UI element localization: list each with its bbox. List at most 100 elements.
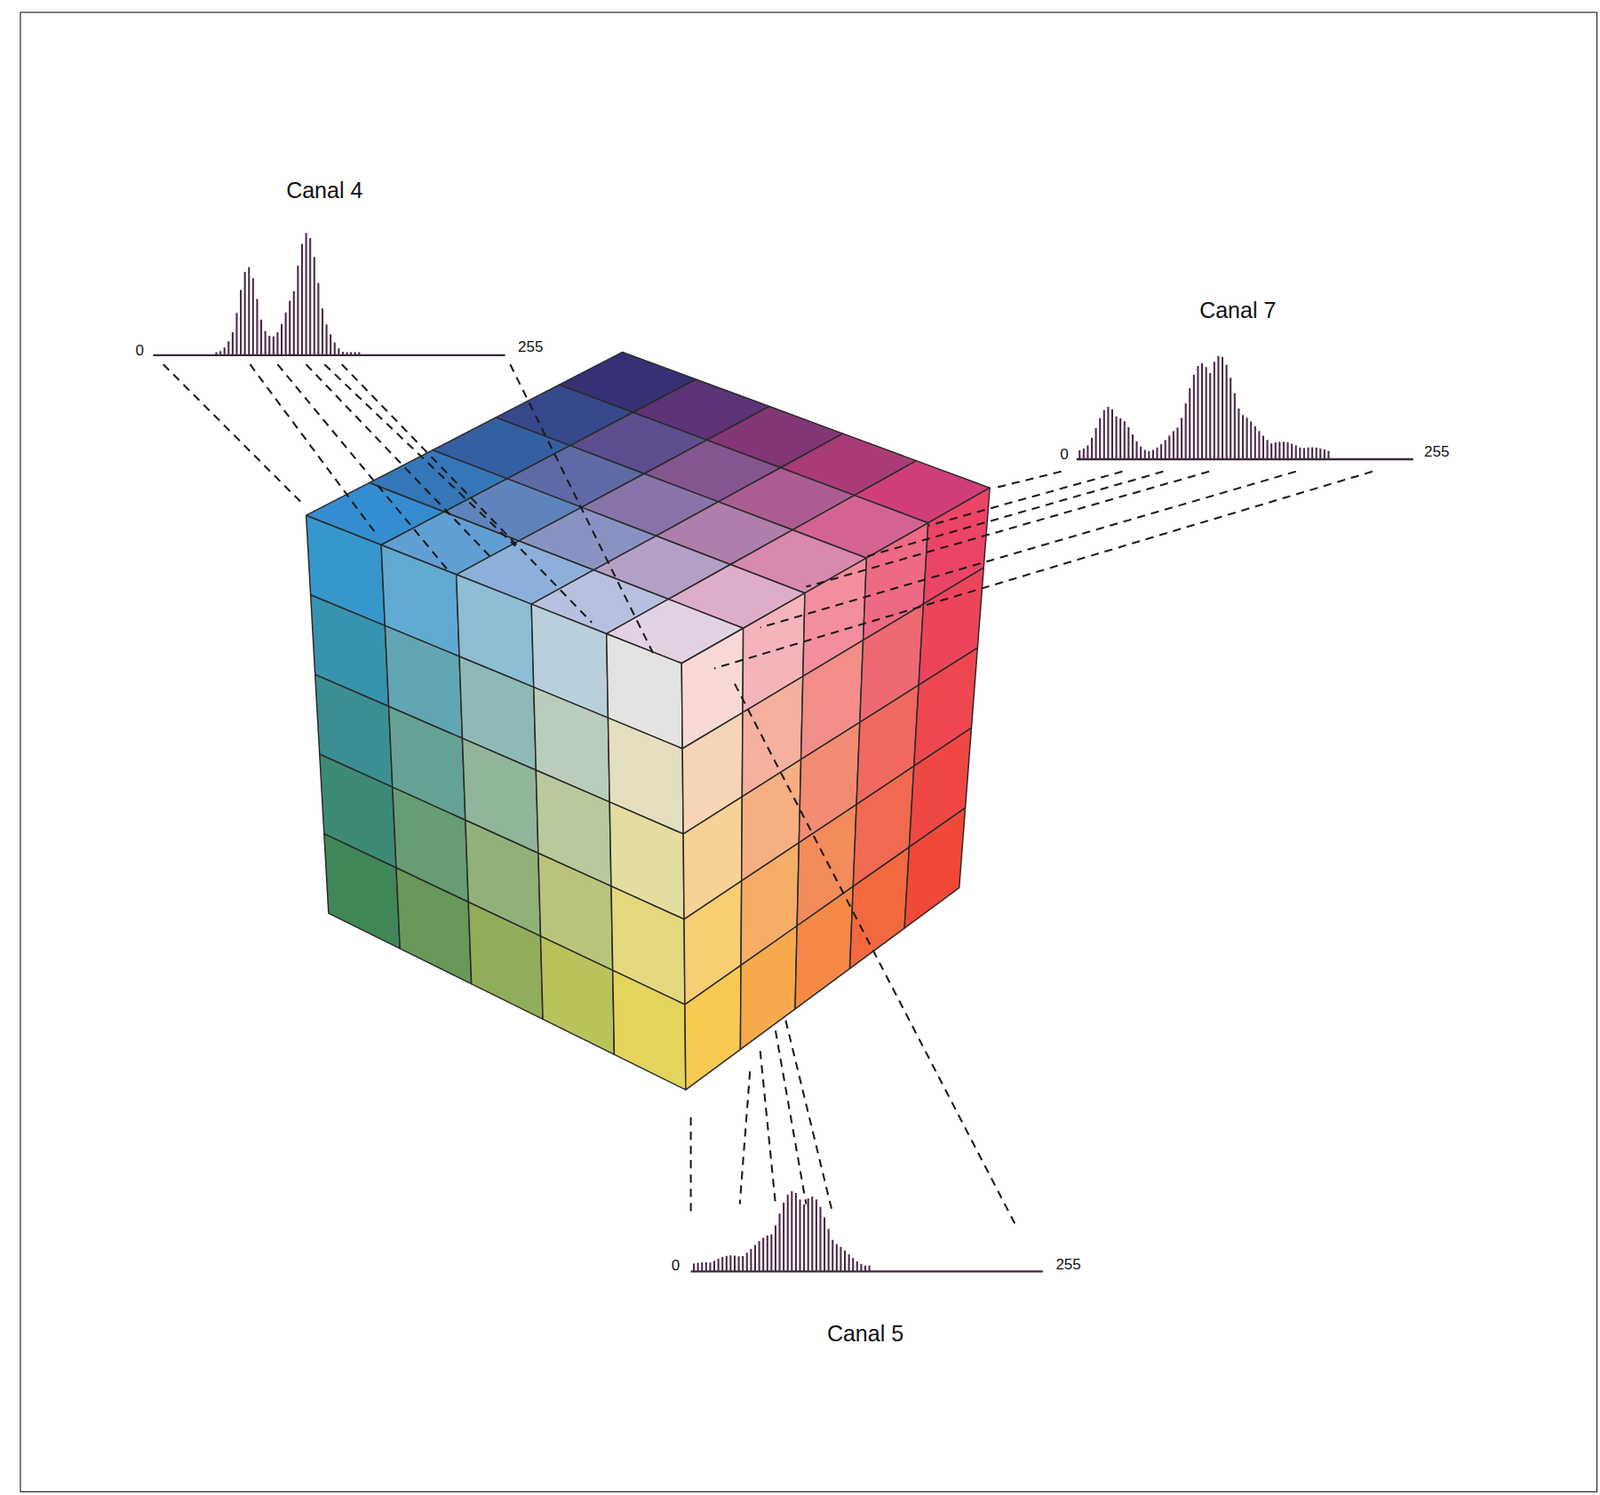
histogram-bar [1127,427,1130,460]
histogram-bar [1221,357,1224,460]
histogram-bar [803,1204,805,1272]
histogram-bar [235,312,238,356]
histogram-bar [778,1213,781,1272]
histogram-bar [1229,377,1232,460]
histogram-bar [293,291,295,356]
histogram-bar [1298,447,1301,460]
histogram-bar [214,351,217,355]
histogram-bar [231,332,234,356]
histogram-bar [1254,426,1257,460]
histogram-bar [1303,447,1306,460]
cube-cell [612,970,686,1090]
projection-line [690,1117,693,1215]
cube-cell [540,936,614,1055]
histogram-bar [260,319,263,356]
histogram-bar [285,312,287,356]
histogram-bar [811,1196,813,1272]
histogram-bar [342,351,344,356]
projection-line [734,684,1016,1226]
histogram-axis [152,354,505,357]
histogram-bar [1136,441,1139,460]
histogram-bar [859,1264,862,1273]
histogram-bar [305,232,308,355]
histogram-bar [354,351,357,355]
histogram-bar [717,1258,720,1272]
histogram-bar [1201,363,1203,460]
histogram-bar [1274,442,1277,460]
histogram-bar [1266,439,1269,460]
histogram-bar [729,1255,732,1272]
histogram-bar [1188,388,1191,460]
histogram-bar [758,1241,761,1272]
histogram-bar [1115,416,1118,460]
histogram-bar [839,1247,842,1273]
histogram-bar [1103,410,1106,460]
histogram-bar [1139,446,1142,460]
histogram-bar [321,308,324,356]
histogram-bar [1205,366,1208,460]
projection-line [163,364,302,502]
histogram-bar [725,1256,728,1273]
channel-title: Canal 4 [286,178,363,204]
histogram-bar [1144,449,1147,460]
histogram-bar [1286,442,1289,460]
histogram-bar [868,1265,871,1273]
histogram-bar [326,324,328,356]
histogram-bar [334,342,336,356]
histogram-bar [843,1250,846,1273]
histogram-bar [1152,449,1155,460]
cube-cell [850,847,910,970]
histogram-bar [1319,448,1322,460]
projection-line [995,471,1062,488]
histogram-bar [749,1249,752,1272]
histogram-bar [774,1225,777,1273]
histogram-bar [1082,448,1085,460]
histogram-bar [770,1234,773,1273]
cube-cell [904,807,965,929]
histogram-bar [835,1243,838,1272]
projection-line [740,1071,750,1204]
histogram-bar [754,1245,757,1273]
histogram-bar [1278,441,1281,460]
histogram-bar [276,332,279,356]
projection-line [342,364,592,623]
histogram-bar [1123,421,1126,460]
axis-value: 0 [671,1257,680,1275]
axis-value: 0 [1059,446,1068,464]
histogram-bar [1233,393,1236,460]
histogram-bar [738,1256,741,1272]
histogram [691,1191,1043,1272]
histogram-bar [697,1263,700,1273]
projection-line [805,471,1210,588]
histogram-bar [264,331,267,356]
histogram-bar [762,1237,765,1272]
cube-cell [795,886,853,1010]
histogram-bar [864,1265,867,1273]
histogram-bar [1196,366,1199,460]
histogram-bar [1311,446,1314,460]
histogram-bar [227,341,230,356]
histogram-bar [1249,421,1252,460]
histogram-bar [766,1235,769,1273]
histogram-bar [244,271,247,356]
histogram-bar [782,1202,785,1272]
axis-value: 255 [1055,1257,1081,1274]
histogram-bar [296,265,299,356]
histogram-bar [708,1262,711,1272]
histogram-bar [1217,356,1219,460]
cube-cell [324,834,400,949]
histogram-bar [1327,451,1330,460]
histogram-axis [1076,458,1414,461]
cube-cell [396,867,472,985]
histogram-bar [1185,403,1187,460]
histogram-bar [288,300,291,355]
channel-title: Canal 7 [1199,299,1276,325]
histogram-bar [815,1199,818,1272]
histogram-bar [1086,445,1089,460]
histogram-bar [1106,406,1109,460]
histogram-bar [1172,430,1175,460]
histogram-bar [268,335,271,356]
histogram-bar [252,278,255,356]
